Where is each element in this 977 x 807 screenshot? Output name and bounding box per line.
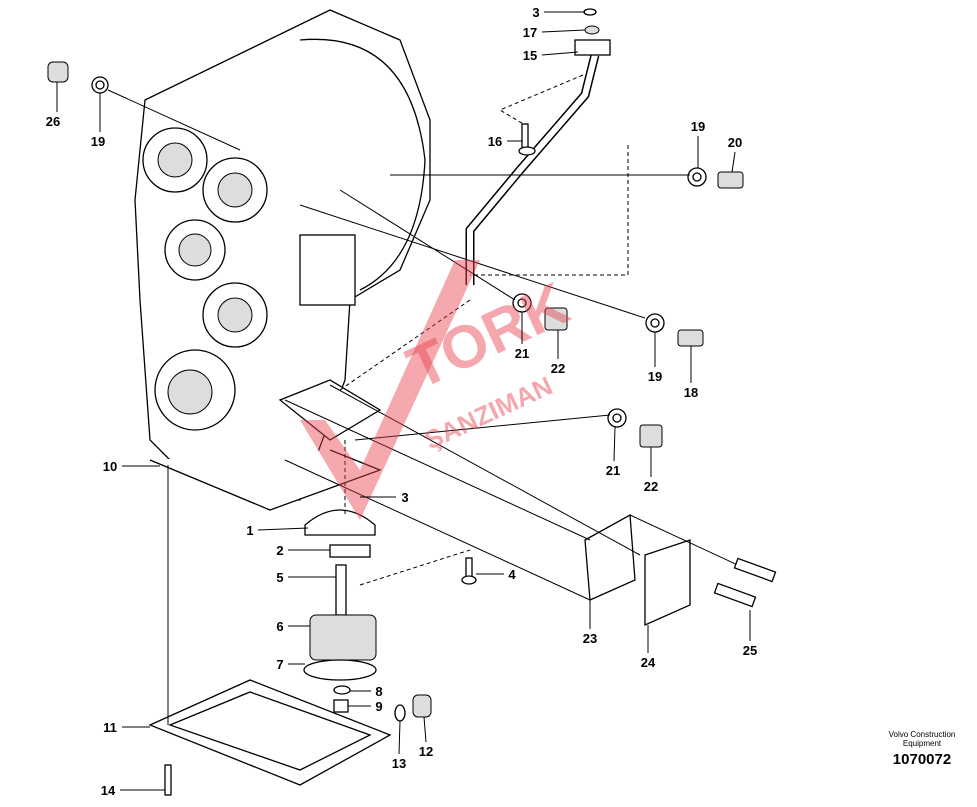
callout-label: 2 bbox=[276, 543, 283, 558]
watermark-text-tork: TORK bbox=[397, 270, 578, 402]
callout-label: 18 bbox=[684, 385, 698, 400]
callout-label: 13 bbox=[392, 756, 406, 771]
callout-label: 19 bbox=[648, 369, 662, 384]
callout-label: 20 bbox=[728, 135, 742, 150]
callout-label: 21 bbox=[606, 463, 620, 478]
company-name-line2: Equipment bbox=[902, 739, 942, 748]
drawing-number: 1070072 bbox=[892, 751, 952, 768]
callout-label: 25 bbox=[743, 643, 757, 658]
company-name-line1: Volvo Construction bbox=[888, 730, 956, 739]
callout-label: 3 bbox=[532, 5, 539, 20]
drawing-footer: Volvo Construction Equipment 1070072 bbox=[877, 730, 967, 768]
callout-label: 23 bbox=[583, 631, 597, 646]
callouts: 3 17 15 16 26 19 19 20 21 22 19 18 21 22… bbox=[46, 5, 757, 798]
callout-label: 12 bbox=[419, 744, 433, 759]
callout-label: 9 bbox=[375, 699, 382, 714]
callout-label: 11 bbox=[103, 720, 117, 735]
callout-label: 4 bbox=[508, 567, 516, 582]
callout-label: 6 bbox=[276, 619, 283, 634]
callout-label: 17 bbox=[523, 25, 537, 40]
callout-label: 1 bbox=[246, 523, 253, 538]
callout-label: 10 bbox=[103, 459, 117, 474]
callout-label: 26 bbox=[46, 114, 60, 129]
callout-label: 22 bbox=[644, 479, 658, 494]
callout-label: 14 bbox=[101, 783, 116, 798]
callout-label: 15 bbox=[523, 48, 537, 63]
callout-label: 19 bbox=[91, 134, 105, 149]
callout-label: 16 bbox=[488, 134, 502, 149]
callout-label: 7 bbox=[276, 657, 283, 672]
callout-label: 24 bbox=[641, 655, 656, 670]
callout-label: 5 bbox=[276, 570, 283, 585]
callout-label: 22 bbox=[551, 361, 565, 376]
callout-label: 8 bbox=[375, 684, 382, 699]
callout-label: 21 bbox=[515, 346, 529, 361]
transmission-housing bbox=[134, 9, 431, 511]
callout-label: 19 bbox=[691, 119, 705, 134]
callout-label: 3 bbox=[401, 490, 408, 505]
